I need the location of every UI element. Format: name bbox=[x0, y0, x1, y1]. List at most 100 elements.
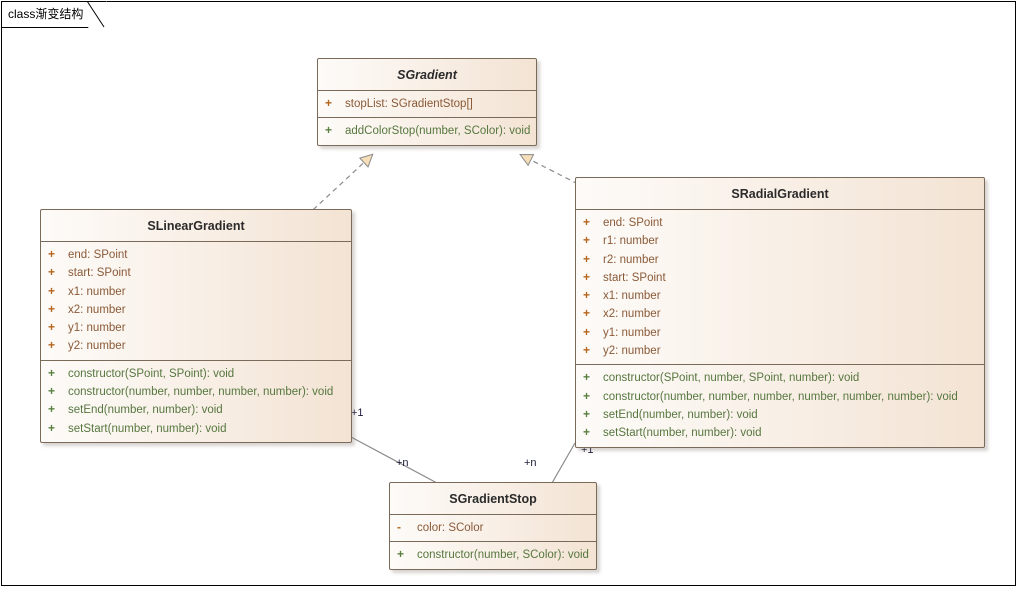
member-text: start: SPoint bbox=[603, 271, 666, 284]
attribute-row[interactable]: + y2: number bbox=[576, 342, 984, 360]
attributes-compartment-sgradientstop: - color: SColor bbox=[390, 515, 596, 543]
operation-row[interactable]: + setStart(number, number): void bbox=[576, 424, 984, 442]
attribute-row[interactable]: + x1: number bbox=[41, 283, 351, 301]
operation-row[interactable]: + setEnd(number, number): void bbox=[41, 401, 351, 419]
visibility-marker: + bbox=[48, 265, 56, 280]
class-box-sgradientstop[interactable]: SGradientStop - color: SColor + construc… bbox=[389, 482, 597, 570]
attribute-row[interactable]: + start: SPoint bbox=[41, 264, 351, 282]
attribute-row[interactable]: + x2: number bbox=[41, 301, 351, 319]
operations-compartment-sradialgradient: + constructor(SPoint, number, SPoint, nu… bbox=[576, 365, 984, 446]
visibility-marker: + bbox=[583, 288, 591, 303]
visibility-marker: + bbox=[48, 247, 56, 261]
operation-row[interactable]: + constructor(number, SColor): void bbox=[390, 546, 596, 564]
visibility-marker: + bbox=[48, 365, 56, 380]
attribute-row[interactable]: - color: SColor bbox=[390, 519, 596, 537]
member-text: constructor(number, SColor): void bbox=[417, 549, 589, 562]
attribute-row[interactable]: + end: SPoint bbox=[576, 214, 984, 232]
member-text: setStart(number, number): void bbox=[603, 427, 762, 440]
attributes-compartment-sradialgradient: + end: SPoint + r1: number + r2: number … bbox=[576, 210, 984, 366]
visibility-marker: + bbox=[48, 283, 56, 298]
class-name-slineargradient: SLinearGradient bbox=[41, 210, 351, 242]
operation-row[interactable]: + constructor(SPoint, SPoint): void bbox=[41, 365, 351, 383]
member-text: end: SPoint bbox=[68, 249, 128, 261]
attribute-row[interactable]: + stopList: SGradientStop[] bbox=[318, 95, 536, 113]
visibility-marker: + bbox=[48, 320, 56, 335]
member-text: color: SColor bbox=[417, 522, 484, 534]
operations-compartment-slineargradient: + constructor(SPoint, SPoint): void + co… bbox=[41, 361, 351, 442]
member-text: addColorStop(number, SColor): void bbox=[345, 125, 531, 138]
attribute-row[interactable]: + end: SPoint bbox=[41, 246, 351, 264]
attributes-compartment-slineargradient: + end: SPoint + start: SPoint + x1: numb… bbox=[41, 242, 351, 361]
visibility-marker: + bbox=[325, 123, 333, 138]
visibility-marker: + bbox=[583, 425, 591, 440]
operation-row[interactable]: + setStart(number, number): void bbox=[41, 420, 351, 438]
member-text: start: SPoint bbox=[68, 267, 131, 280]
operation-row[interactable]: + constructor(number, number, number, nu… bbox=[576, 388, 984, 406]
member-text: y2: number bbox=[603, 345, 661, 358]
visibility-marker: + bbox=[583, 233, 591, 248]
visibility-marker: + bbox=[48, 338, 56, 353]
visibility-marker: + bbox=[583, 388, 591, 403]
visibility-marker: + bbox=[583, 215, 591, 229]
operation-row[interactable]: + constructor(SPoint, number, SPoint, nu… bbox=[576, 369, 984, 387]
attribute-row[interactable]: + r1: number bbox=[576, 232, 984, 250]
diagram-frame bbox=[1, 1, 1016, 586]
attribute-row[interactable]: + y1: number bbox=[576, 324, 984, 342]
attribute-row[interactable]: + y2: number bbox=[41, 337, 351, 355]
member-text: r2: number bbox=[603, 253, 659, 266]
member-text: constructor(SPoint, SPoint): void bbox=[68, 367, 235, 380]
attribute-row[interactable]: + r2: number bbox=[576, 251, 984, 269]
operation-row[interactable]: + constructor(number, number, number, nu… bbox=[41, 383, 351, 401]
class-box-sradialgradient[interactable]: SRadialGradient + end: SPoint + r1: numb… bbox=[575, 177, 985, 448]
attribute-row[interactable]: + y1: number bbox=[41, 319, 351, 337]
attributes-compartment-sgradient: + stopList: SGradientStop[] bbox=[318, 91, 536, 119]
operation-row[interactable]: + addColorStop(number, SColor): void bbox=[318, 122, 536, 140]
member-text: y1: number bbox=[68, 322, 126, 335]
operations-compartment-sgradientstop: + constructor(number, SColor): void bbox=[390, 542, 596, 568]
diagram-title: class渐变结构 bbox=[8, 7, 84, 21]
visibility-marker: + bbox=[583, 251, 591, 266]
member-text: x1: number bbox=[603, 290, 661, 303]
class-name-sgradientstop: SGradientStop bbox=[390, 483, 596, 515]
title-tab-diagonal-icon bbox=[87, 1, 105, 28]
member-text: setEnd(number, number): void bbox=[603, 408, 758, 421]
member-text: setStart(number, number): void bbox=[68, 422, 227, 435]
operation-row[interactable]: + setEnd(number, number): void bbox=[576, 406, 984, 424]
visibility-marker: + bbox=[583, 370, 591, 385]
visibility-marker: + bbox=[48, 301, 56, 316]
attribute-row[interactable]: + x2: number bbox=[576, 305, 984, 323]
visibility-marker: + bbox=[48, 420, 56, 435]
visibility-marker: - bbox=[397, 520, 401, 534]
diagram-title-tab bbox=[1, 1, 107, 28]
multiplicity-linear-many: +n bbox=[396, 457, 409, 469]
visibility-marker: + bbox=[583, 406, 591, 421]
member-text: constructor(number, number, number, numb… bbox=[603, 390, 958, 403]
attribute-row[interactable]: + start: SPoint bbox=[576, 269, 984, 287]
operations-compartment-sgradient: + addColorStop(number, SColor): void bbox=[318, 118, 536, 144]
title-tab-shape bbox=[1, 1, 107, 28]
visibility-marker: + bbox=[397, 547, 405, 562]
member-text: end: SPoint bbox=[603, 217, 663, 229]
member-text: y2: number bbox=[68, 340, 126, 353]
member-text: constructor(number, number, number, numb… bbox=[68, 386, 334, 399]
visibility-marker: + bbox=[48, 384, 56, 399]
member-text: x2: number bbox=[68, 303, 126, 316]
diagram-frame-top-edge bbox=[107, 1, 1016, 2]
visibility-marker: + bbox=[583, 306, 591, 321]
visibility-marker: + bbox=[48, 402, 56, 417]
class-box-slineargradient[interactable]: SLinearGradient + end: SPoint + start: S… bbox=[40, 209, 352, 443]
class-name-sradialgradient: SRadialGradient bbox=[576, 178, 984, 210]
attribute-row[interactable]: + x1: number bbox=[576, 287, 984, 305]
visibility-marker: + bbox=[583, 343, 591, 358]
member-text: y1: number bbox=[603, 326, 661, 339]
member-text: stopList: SGradientStop[] bbox=[345, 98, 473, 110]
multiplicity-radial-many: +n bbox=[524, 457, 537, 469]
visibility-marker: + bbox=[583, 324, 591, 339]
member-text: x2: number bbox=[603, 308, 661, 321]
class-box-sgradient[interactable]: SGradient + stopList: SGradientStop[] + … bbox=[317, 58, 537, 146]
class-name-sgradient: SGradient bbox=[318, 59, 536, 91]
member-text: r1: number bbox=[603, 235, 659, 248]
member-text: constructor(SPoint, number, SPoint, numb… bbox=[603, 372, 860, 385]
member-text: x1: number bbox=[68, 285, 126, 298]
